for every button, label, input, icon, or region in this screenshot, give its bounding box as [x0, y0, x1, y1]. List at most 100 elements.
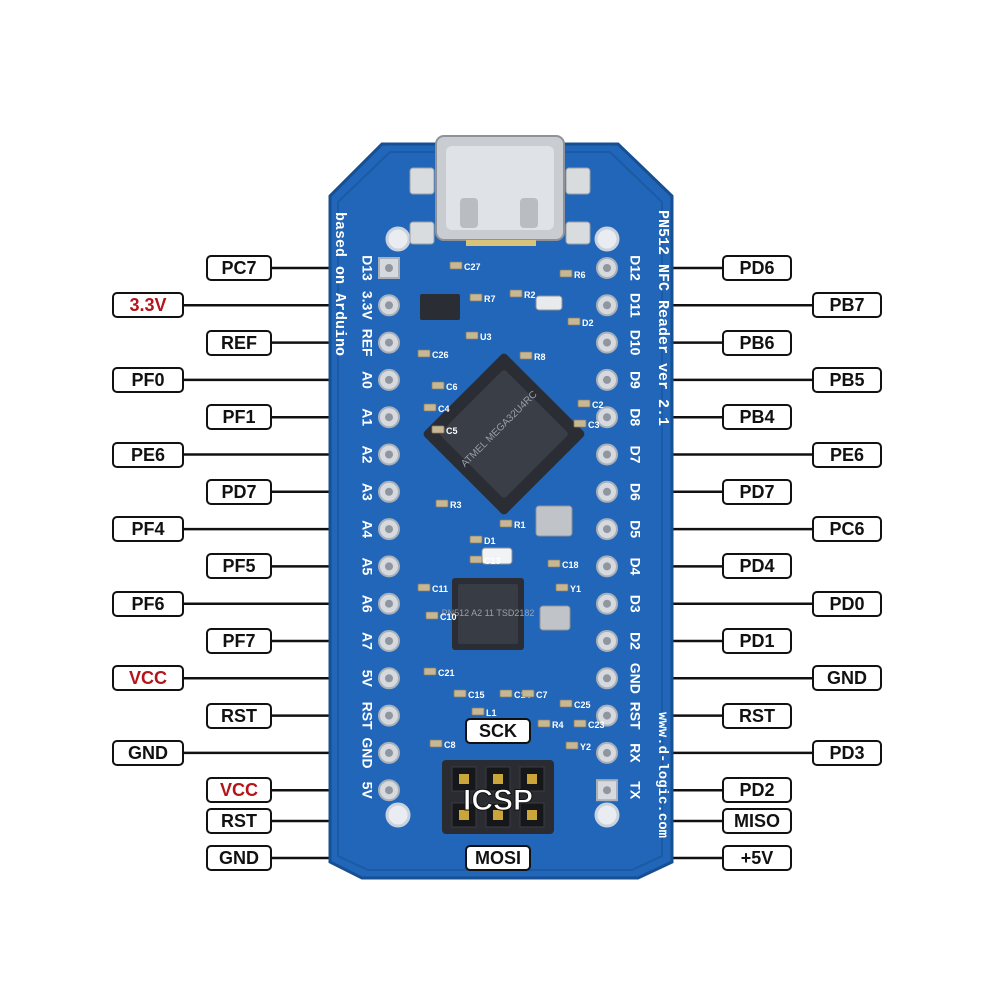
pin-hole [603, 264, 611, 272]
silk-right-label: D5 [627, 520, 643, 538]
component-ref: D1 [484, 536, 496, 546]
component-ref: C11 [432, 584, 448, 594]
smd-component [499, 519, 513, 528]
pin-hole [603, 413, 611, 422]
component-ref: C7 [536, 690, 548, 700]
smd-component [471, 707, 485, 716]
icsp-sck-label: SCK [465, 718, 531, 744]
silk-right-label: D3 [627, 595, 643, 613]
website-silk: www.d-logic.com [654, 712, 670, 838]
pcb-board: ATMEL MEGA32U4RC PN512 A2 11 TSD2182 [328, 135, 674, 880]
crystal-y2 [535, 505, 573, 537]
smd-component [449, 261, 463, 270]
right-pin-label: PD6 [722, 255, 792, 281]
left-pin-label: REF [206, 329, 272, 356]
pin-hole [603, 487, 611, 496]
silk-left-label: REF [359, 329, 375, 357]
smd-component [431, 425, 445, 434]
left-pin-label: PC7 [206, 255, 272, 281]
right-pin-label: PD0 [812, 590, 882, 617]
silk-left-label: RST [359, 702, 375, 730]
smd-component [469, 535, 483, 544]
pin-hole [385, 338, 393, 347]
left-pin-label: PF5 [206, 553, 272, 580]
based-on-silk: based on Arduino [331, 212, 348, 356]
silk-left-label: A6 [359, 595, 375, 613]
regulator-chip [420, 294, 460, 320]
pin-hole [603, 711, 611, 720]
pin-hole [603, 637, 611, 645]
silk-left-label: GND [359, 737, 375, 768]
component-ref: R1 [514, 520, 526, 530]
smd-component [465, 331, 479, 340]
silk-right-label: RST [627, 702, 643, 730]
silk-left-label: A4 [359, 520, 375, 538]
right-pin-label: PD2 [722, 777, 792, 804]
left-pin-label: PF4 [112, 516, 184, 543]
component-ref: C27 [464, 262, 481, 272]
smd-component [559, 699, 573, 708]
right-pin-label: GND [812, 665, 882, 692]
smd-component [435, 499, 449, 508]
pin-hole [385, 375, 393, 384]
pin-hole [385, 450, 393, 459]
component-ref: D2 [582, 318, 594, 328]
component-ref: C10 [440, 612, 457, 622]
smd-component [417, 583, 431, 592]
silk-left-label: A5 [359, 557, 375, 575]
pin-hole [385, 525, 393, 534]
pin-hole [603, 599, 611, 608]
mount-hole [385, 802, 411, 828]
left-pin-label: GND [112, 739, 184, 766]
silk-right-label: D12 [627, 255, 643, 281]
left-pin-label: PF0 [112, 366, 184, 393]
pin-hole [603, 525, 611, 534]
icsp-header: ICSP [442, 760, 554, 834]
icsp-5v-label: +5V [722, 845, 792, 871]
pin-hole [385, 674, 393, 683]
left-pin-label: PF6 [112, 590, 184, 617]
component-ref: R8 [534, 352, 546, 362]
pin-hole [603, 338, 611, 347]
pin-hole [385, 637, 393, 645]
right-pin-label: PD7 [722, 478, 792, 505]
smd-component [509, 289, 523, 298]
right-pin-label: RST [722, 702, 792, 729]
board-title-silk: PN512 NFC Reader ver 2.1 [654, 210, 671, 426]
component-ref: C2 [592, 400, 604, 410]
pin-hole [385, 301, 393, 310]
silk-left-label: A1 [359, 408, 375, 426]
smd-component [519, 351, 533, 360]
smd-component [567, 317, 581, 326]
smd-component [453, 689, 467, 698]
right-pin-label: PD1 [722, 628, 792, 654]
smd-component [559, 269, 573, 278]
smd-component [429, 739, 443, 748]
left-pin-label: RST [206, 702, 272, 729]
mount-hole [385, 226, 411, 252]
silk-right-label: D11 [627, 293, 643, 318]
icsp-mosi-label: MOSI [465, 845, 531, 871]
silk-right-label: D6 [627, 483, 643, 501]
silk-left-label: A3 [359, 483, 375, 501]
silk-left-label: 3.3V [359, 291, 375, 320]
pin-hole [603, 375, 611, 384]
component-ref: C26 [432, 350, 449, 360]
left-pin-label: PF1 [206, 404, 272, 431]
right-pin-label: PC6 [812, 516, 882, 543]
component-ref: C8 [444, 740, 456, 750]
smd-component [573, 419, 587, 428]
component-ref: U3 [480, 332, 492, 342]
right-pin-label: PB4 [722, 404, 792, 431]
silk-right-label: D4 [627, 557, 643, 575]
component-ref: R6 [574, 270, 586, 280]
pin-hole [385, 413, 393, 422]
pcb-inner-border [337, 151, 663, 871]
pin-hole [603, 786, 611, 795]
component-ref: L1 [486, 708, 497, 718]
pin-hole [603, 748, 611, 757]
usb-c-connector [409, 135, 591, 246]
left-pin-label: PD7 [206, 478, 272, 505]
